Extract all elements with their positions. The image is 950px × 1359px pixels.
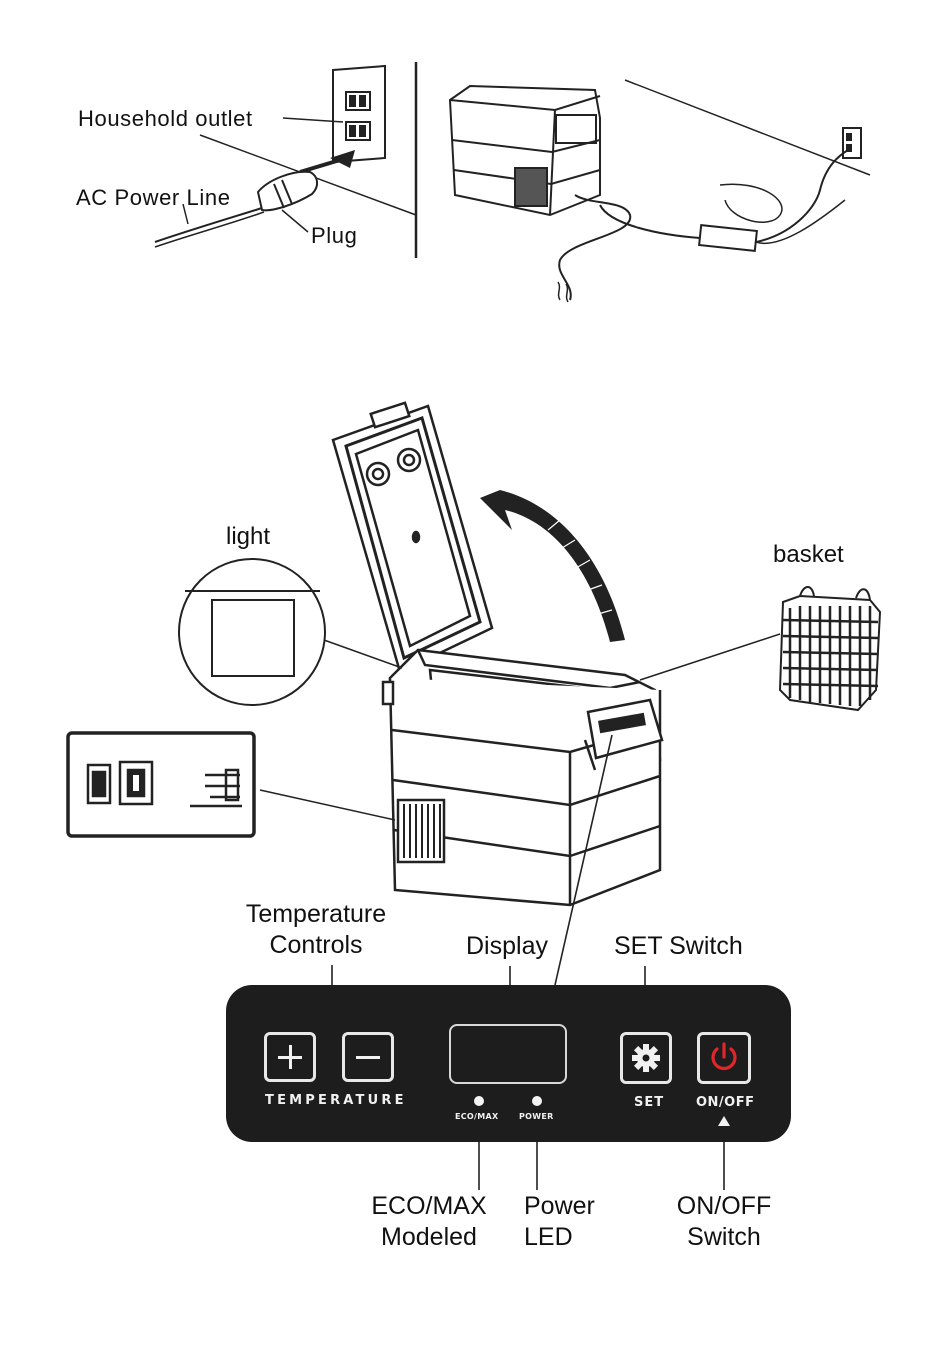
eco-max-line-1: ECO/MAX	[360, 1191, 498, 1222]
on-off-line-1: ON/OFF	[664, 1191, 784, 1222]
temperature-controls-line-2: Controls	[236, 930, 396, 961]
basket-label: basket	[773, 541, 844, 569]
light-zoom-circle	[179, 559, 402, 705]
minus-icon	[356, 1056, 380, 1059]
on-off-arrow-icon	[718, 1116, 730, 1126]
open-lid-arrow	[480, 490, 625, 642]
on-off-line-2: Switch	[664, 1222, 784, 1253]
side-ports-callout	[68, 733, 395, 836]
display-screen	[449, 1024, 567, 1084]
on-off-button[interactable]	[697, 1032, 751, 1084]
power-led	[532, 1096, 542, 1106]
temp-plus-button[interactable]	[264, 1032, 316, 1082]
power-led-line-2: LED	[524, 1222, 610, 1253]
basket-illustration	[640, 587, 880, 710]
power-led-label: Power LED	[524, 1191, 610, 1253]
panel-eco-max-label: ECO/MAX	[455, 1112, 498, 1121]
panel-temperature-label: TEMPERATURE	[265, 1093, 407, 1108]
set-button[interactable]	[620, 1032, 672, 1084]
plug-label: Plug	[311, 223, 357, 249]
temperature-controls-label: Temperature Controls	[236, 899, 396, 961]
eco-max-modeled-label: ECO/MAX Modeled	[360, 1191, 498, 1253]
plus-icon-vertical	[289, 1045, 292, 1069]
panel-on-off-label: ON/OFF	[696, 1095, 755, 1110]
display-label: Display	[466, 931, 548, 962]
household-outlet-label: Household outlet	[78, 106, 253, 132]
light-label: light	[226, 523, 270, 551]
power-icon	[700, 1035, 748, 1081]
fridge-with-adapter-illustration	[450, 80, 870, 302]
power-led-line-1: Power	[524, 1191, 610, 1222]
ac-power-line-label: AC Power Line	[76, 185, 231, 211]
wall-outlet-illustration	[200, 62, 416, 258]
set-switch-label: SET Switch	[614, 931, 743, 962]
fridge-body-illustration	[333, 403, 662, 905]
temp-minus-button[interactable]	[342, 1032, 394, 1082]
eco-max-led	[474, 1096, 484, 1106]
eco-max-line-2: Modeled	[360, 1222, 498, 1253]
panel-power-label: POWER	[519, 1112, 554, 1121]
panel-set-label: SET	[634, 1095, 664, 1110]
temperature-controls-line-1: Temperature	[236, 899, 396, 930]
on-off-switch-label: ON/OFF Switch	[664, 1191, 784, 1253]
gear-icon	[623, 1035, 669, 1081]
